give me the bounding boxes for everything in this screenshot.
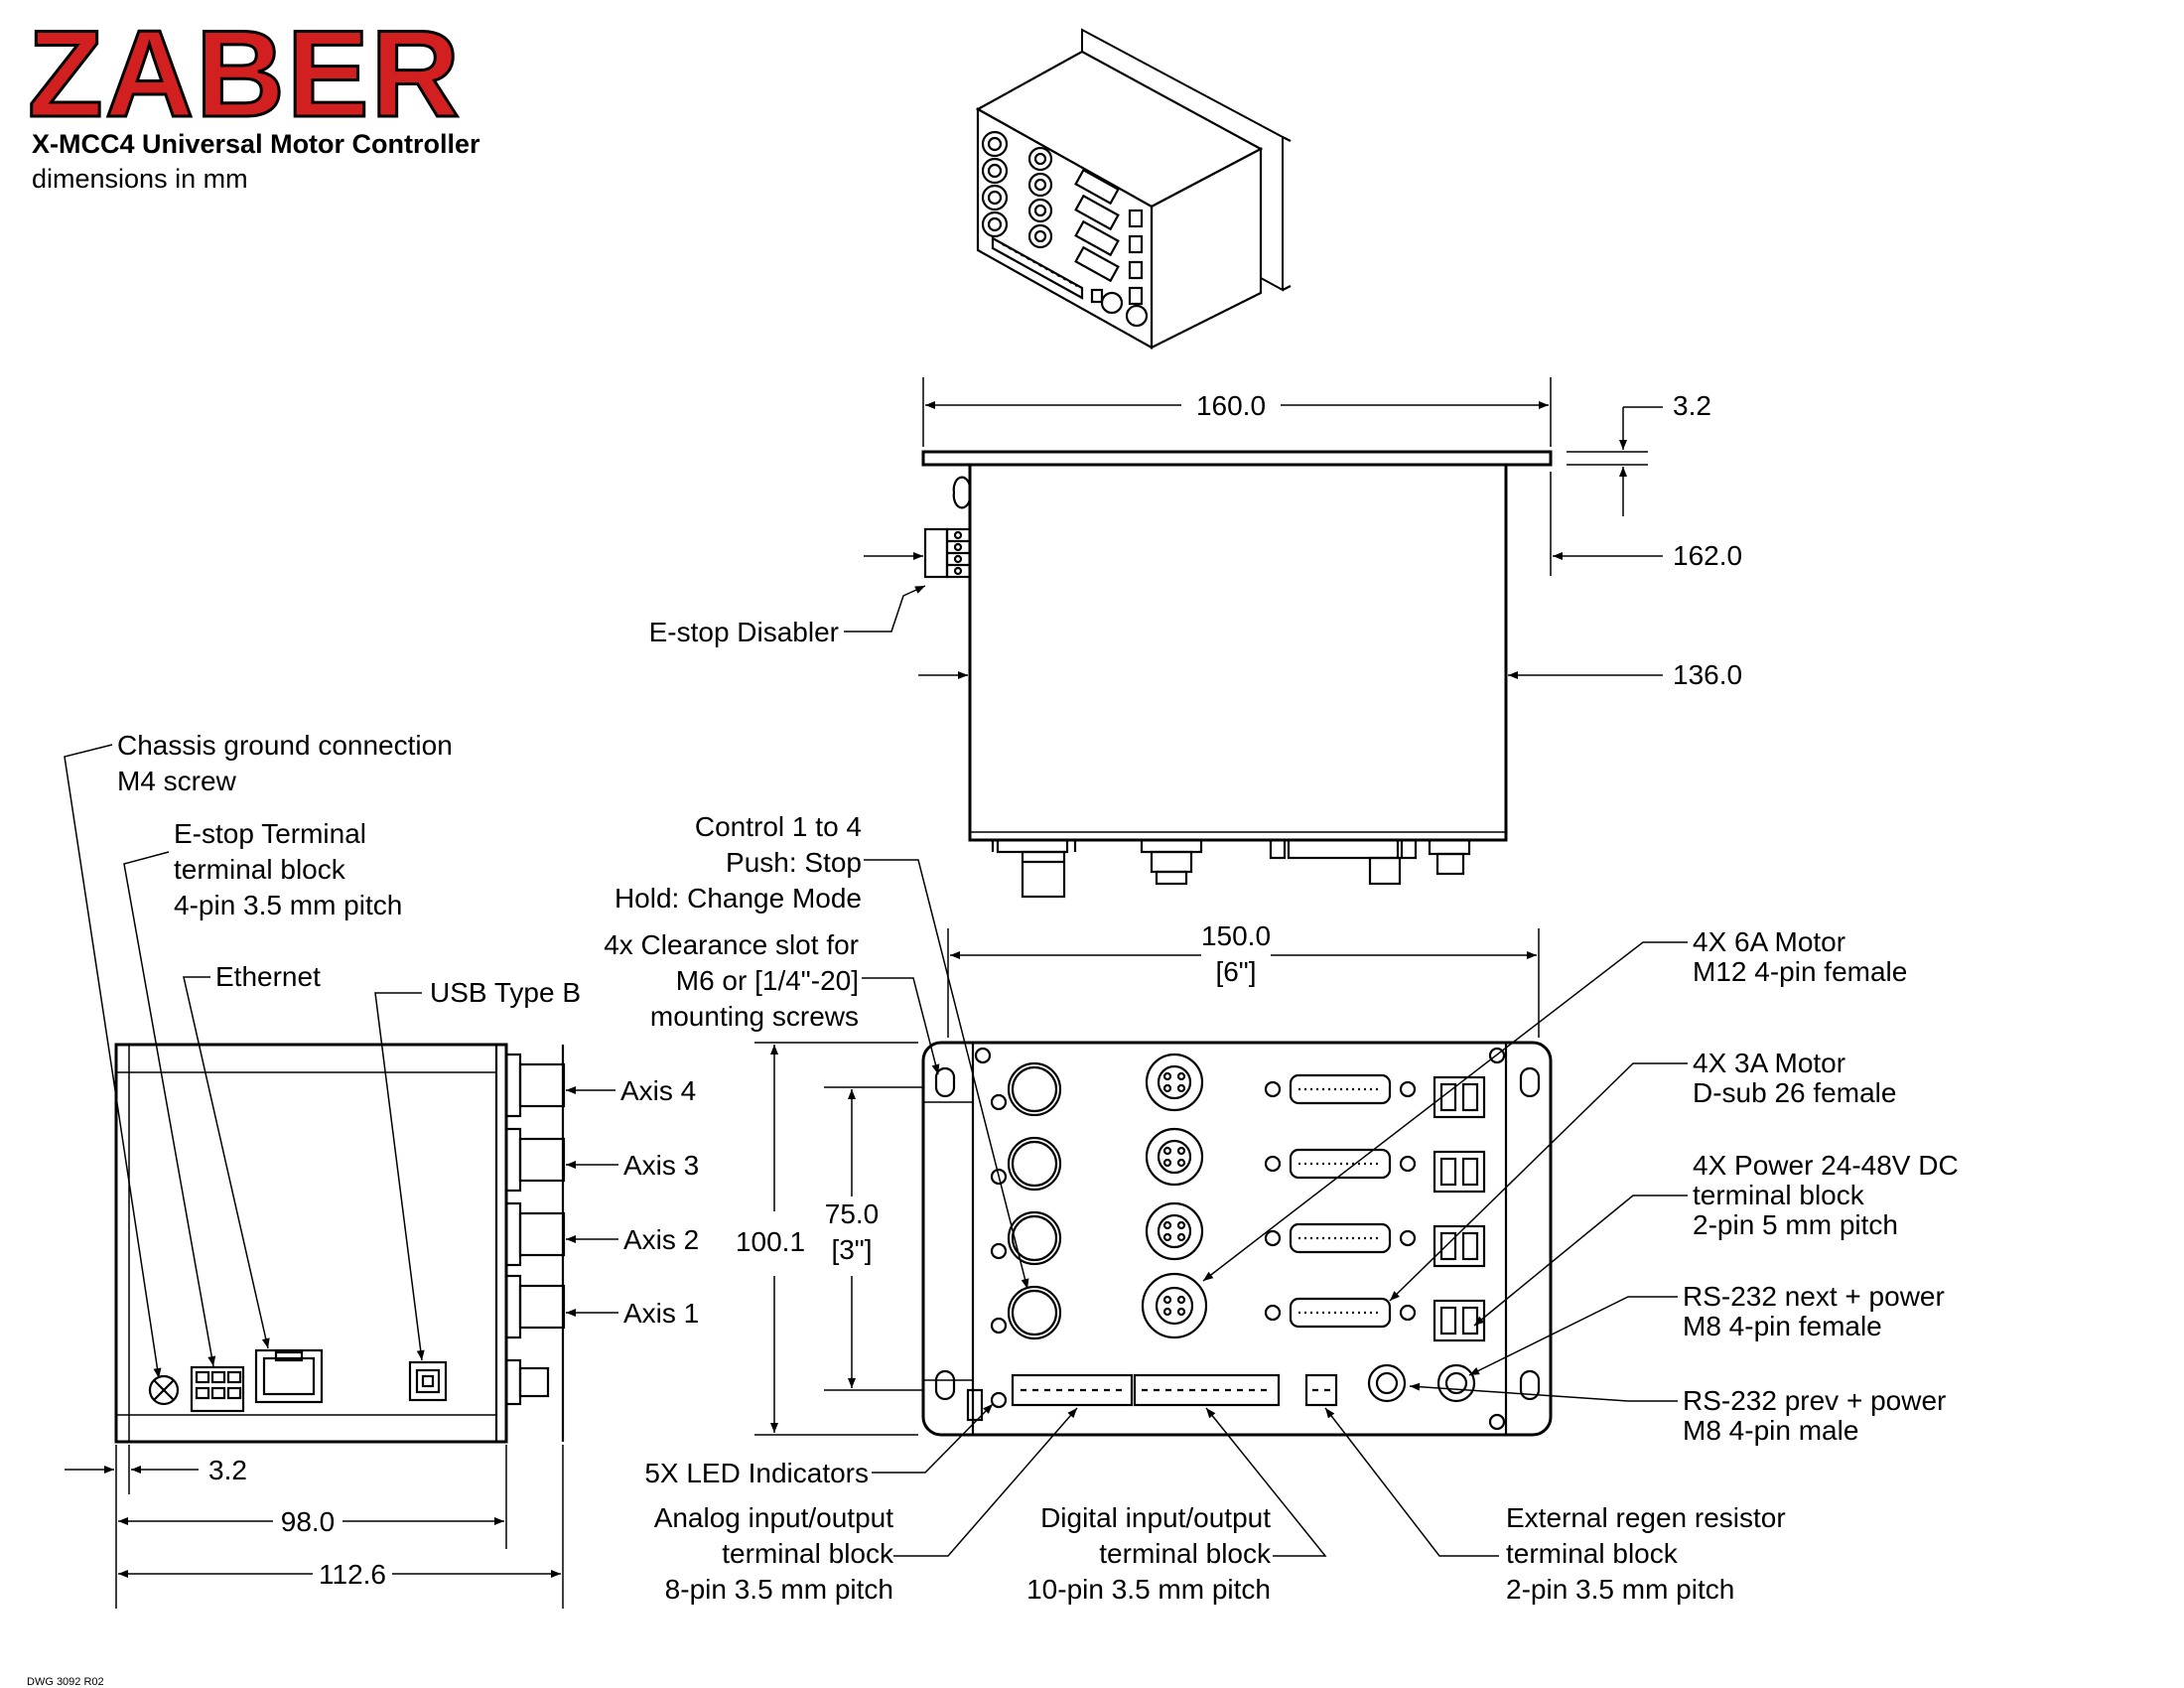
dim-top-width (922, 377, 1552, 447)
estop-disabler-label: E-stop Disabler (649, 617, 839, 647)
chassis-ground-label-2: M4 screw (117, 766, 237, 796)
motor-3a-label-2: D-sub 26 female (1693, 1077, 1896, 1108)
motor-6a-label-1: 4X 6A Motor (1693, 926, 1845, 957)
zaber-logo: ZABER (28, 6, 462, 143)
dim-front-width-in-label: [6"] (1215, 956, 1256, 987)
m12-connectors (1141, 1053, 1208, 1339)
axis-1-label: Axis 1 (623, 1298, 699, 1329)
dim-top-flange-label: 3.2 (1673, 390, 1711, 421)
clearance-label-3: mounting screws (650, 1001, 859, 1032)
axis-4-label: Axis 4 (620, 1075, 696, 1106)
chassis-ground-label-1: Chassis ground connection (117, 730, 453, 761)
dim-slot-spacing-in-label: [3"] (831, 1234, 872, 1265)
dim-top-flange (1567, 406, 1663, 516)
estop-terminal-label-2: terminal block (174, 854, 346, 885)
isometric-view (975, 28, 1292, 350)
dim-front-width-label: 150.0 (1201, 920, 1271, 951)
dim-side-flange-label: 3.2 (208, 1455, 247, 1485)
dim-top-depth-body-label: 136.0 (1673, 659, 1742, 690)
estop-terminal-label-1: E-stop Terminal (174, 818, 366, 849)
power-label-1: 4X Power 24-48V DC (1693, 1150, 1959, 1181)
page-title: X-MCC4 Universal Motor Controller (32, 129, 480, 159)
estop-terminal-block-icon (190, 1365, 245, 1413)
control-label-2: Push: Stop (726, 847, 862, 878)
dim-top-depth-overall (864, 472, 1663, 576)
analog-label-3: 8-pin 3.5 mm pitch (665, 1574, 893, 1605)
drawing-number: DWG 3092 R02 (27, 1676, 104, 1688)
dim-side-overall-label: 112.6 (319, 1559, 386, 1590)
control-label-1: Control 1 to 4 (695, 811, 862, 842)
top-view-body (968, 463, 1508, 842)
ethernet-port-icon (254, 1348, 324, 1404)
front-view: 150.0 [6"] 100.1 75.0 [3"] Control 1 to … (604, 811, 1958, 1605)
estop-disabler-block (923, 527, 972, 579)
dim-top-depth-overall-label: 162.0 (1673, 540, 1742, 571)
front-left-leaders (862, 859, 1499, 1557)
motor-6a-label-2: M12 4-pin female (1693, 956, 1907, 987)
chassis-screw-icon (148, 1374, 180, 1406)
led-label: 5X LED Indicators (644, 1458, 869, 1488)
digital-label-3: 10-pin 3.5 mm pitch (1026, 1574, 1271, 1605)
regen-label-1: External regen resistor (1506, 1502, 1786, 1533)
digital-label-1: Digital input/output (1040, 1502, 1271, 1533)
usb-label: USB Type B (430, 977, 581, 1008)
estop-terminal-label-3: 4-pin 3.5 mm pitch (174, 890, 402, 920)
axis-2-label: Axis 2 (623, 1224, 699, 1255)
rs232-prev-label-1: RS-232 prev + power (1683, 1385, 1946, 1416)
led-indicators (990, 1093, 1008, 1409)
top-view: 160.0 3.2 162.0 136.0 E-stop Disabler (649, 377, 1742, 899)
dim-front-height-label: 100.1 (736, 1226, 805, 1257)
ethernet-label: Ethernet (215, 961, 321, 992)
digital-label-2: terminal block (1099, 1538, 1272, 1569)
side-view-dims (65, 1445, 564, 1609)
m8-connectors (1367, 1363, 1476, 1403)
analog-label-2: terminal block (722, 1538, 894, 1569)
dim-side-body-label: 98.0 (281, 1506, 336, 1537)
power-label-2: terminal block (1693, 1180, 1865, 1210)
side-view: Chassis ground connection M4 screw E-sto… (64, 730, 699, 1609)
front-view-dims (754, 928, 1540, 1436)
dim-slot-spacing-label: 75.0 (825, 1198, 880, 1229)
rs232-prev-label-2: M8 4-pin male (1683, 1415, 1858, 1446)
motor-3a-label-1: 4X 3A Motor (1693, 1048, 1845, 1078)
dsub-connectors (1264, 1073, 1417, 1329)
dim-top-width-label: 160.0 (1196, 390, 1266, 421)
control-label-3: Hold: Change Mode (614, 883, 862, 914)
mounting-slots (934, 1047, 1541, 1431)
side-view-axis-connectors (504, 1045, 566, 1442)
top-view-connectors (991, 838, 1471, 899)
analog-label-1: Analog input/output (654, 1502, 894, 1533)
power-terminals (1433, 1075, 1486, 1342)
rs232-next-label-1: RS-232 next + power (1683, 1281, 1945, 1312)
usb-port-icon (408, 1360, 448, 1402)
bottom-terminal-blocks (966, 1373, 1338, 1422)
regen-label-2: terminal block (1506, 1538, 1679, 1569)
clearance-label-1: 4x Clearance slot for (604, 929, 859, 960)
flange-plate (921, 450, 1553, 467)
front-right-leaders (1202, 941, 1688, 1402)
power-label-3: 2-pin 5 mm pitch (1693, 1209, 1898, 1240)
page-subtitle: dimensions in mm (32, 164, 248, 194)
axis-3-label: Axis 3 (623, 1150, 699, 1181)
side-view-bottom-connectors (148, 1348, 448, 1413)
clearance-label-2: M6 or [1/4"-20] (676, 965, 859, 996)
control-knobs (1007, 1061, 1062, 1340)
header: ZABER X-MCC4 Universal Motor Controller … (27, 5, 481, 195)
rs232-next-label-2: M8 4-pin female (1683, 1311, 1882, 1341)
regen-label-3: 2-pin 3.5 mm pitch (1506, 1574, 1734, 1605)
side-view-leaders (64, 744, 618, 1379)
